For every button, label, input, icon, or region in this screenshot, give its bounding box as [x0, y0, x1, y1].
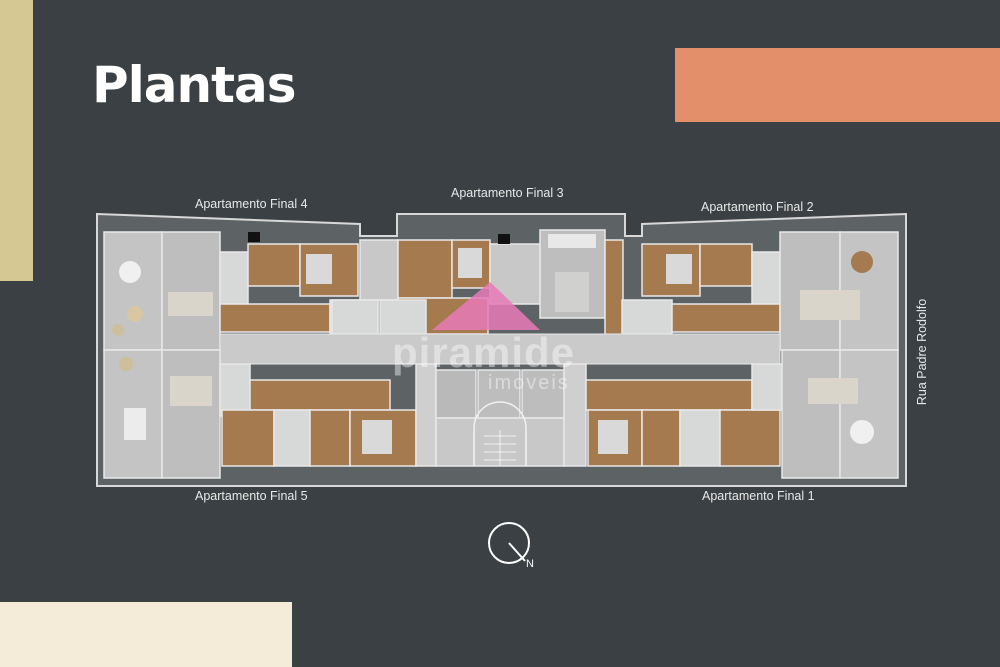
top-accent-bar — [675, 48, 1000, 122]
apartment-label-final-4: Apartamento Final 4 — [195, 197, 308, 211]
watermark-logo-icon — [432, 282, 540, 330]
left-accent-strip — [0, 0, 33, 281]
compass-icon — [488, 522, 530, 564]
page-title: Plantas — [92, 56, 297, 114]
watermark-sub: imoveis — [488, 372, 570, 394]
bottom-accent-block — [0, 602, 292, 667]
watermark-brand: piramide — [392, 329, 576, 376]
apartment-label-final-5: Apartamento Final 5 — [195, 489, 308, 503]
apartment-label-final-1: Apartamento Final 1 — [702, 489, 815, 503]
apartment-final-5 — [103, 349, 417, 479]
central-corridor — [219, 333, 781, 365]
building-core — [415, 363, 587, 467]
apartment-final-2 — [621, 231, 899, 351]
apartment-label-final-2: Apartamento Final 2 — [701, 200, 814, 214]
apartment-label-final-3: Apartamento Final 3 — [451, 186, 564, 200]
street-label: Rua Padre Rodolfo — [915, 298, 929, 406]
compass-label: N — [526, 558, 534, 570]
apartment-final-4 — [103, 231, 379, 351]
apartment-final-1 — [585, 349, 899, 479]
